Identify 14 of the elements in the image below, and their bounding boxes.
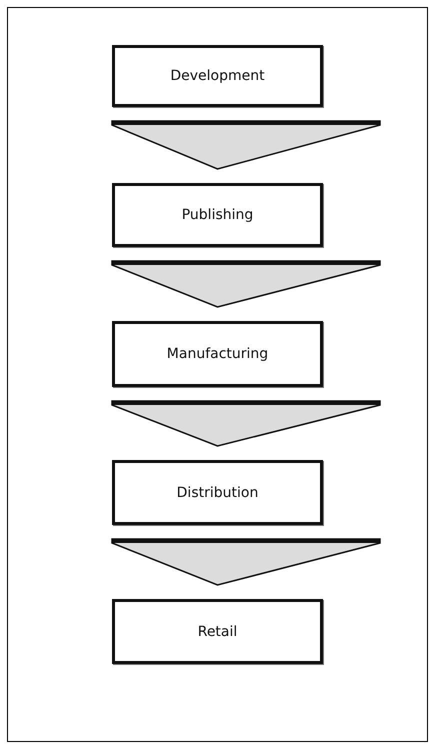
process-box <box>112 183 323 247</box>
chevron-arrow <box>111 260 381 308</box>
chevron-arrow <box>111 538 381 586</box>
box-label: Retail <box>198 624 238 640</box>
process-box <box>112 321 323 387</box>
box-label: Manufacturing <box>166 346 268 362</box>
process-box <box>112 599 323 664</box>
process-box <box>112 460 323 525</box>
box-label: Publishing <box>182 207 254 223</box>
box-label: Distribution <box>176 484 258 500</box>
chevron-arrow <box>111 120 381 170</box>
process-box <box>112 45 323 107</box>
box-label: Development <box>170 68 265 84</box>
chevron-arrow <box>111 400 381 447</box>
